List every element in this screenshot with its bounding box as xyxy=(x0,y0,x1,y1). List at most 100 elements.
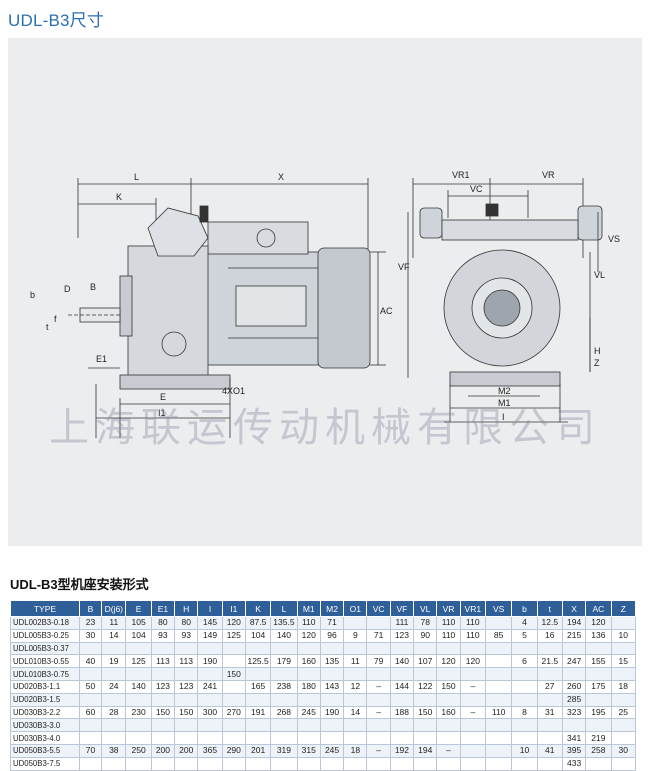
table-cell: 28 xyxy=(101,705,127,720)
table-cell: 24 xyxy=(101,679,127,694)
table-cell: 136 xyxy=(585,628,612,643)
table-cell: 268 xyxy=(270,705,298,720)
table-cell xyxy=(296,718,321,733)
column-header: VR1 xyxy=(459,600,486,617)
table-cell: 201 xyxy=(244,743,272,758)
table-cell xyxy=(484,718,513,733)
table-cell xyxy=(197,692,223,707)
table-cell: 260 xyxy=(561,679,587,694)
table-cell xyxy=(610,641,637,656)
table-cell: 194 xyxy=(561,616,587,630)
dim-label-VR: VR xyxy=(542,170,555,180)
table-cell xyxy=(174,667,199,681)
table-cell xyxy=(436,756,461,771)
table-cell: 194 xyxy=(413,743,438,758)
column-header: I xyxy=(197,600,223,617)
column-header: b xyxy=(511,600,538,617)
table-cell: 15 xyxy=(610,654,637,669)
table-cell: 18 xyxy=(610,679,637,694)
table-cell: 120 xyxy=(296,628,321,643)
table-cell: 341 xyxy=(561,731,587,745)
table-cell: 14 xyxy=(101,628,127,643)
table-cell: 93 xyxy=(174,628,199,643)
table-cell: 219 xyxy=(585,731,612,745)
table-cell: 90 xyxy=(413,628,438,643)
table-cell: 78 xyxy=(413,616,438,630)
column-header: D(j6) xyxy=(101,600,127,617)
dim-label-M2: M2 xyxy=(498,386,511,396)
table-cell: 120 xyxy=(221,616,246,630)
table-cell: 200 xyxy=(150,743,176,758)
dim-label-E1: E1 xyxy=(96,354,107,364)
table-cell: 31 xyxy=(536,705,563,720)
table-cell xyxy=(610,667,637,681)
table-cell xyxy=(436,731,461,745)
table-cell xyxy=(343,641,368,656)
type-cell: UDL002B3-0.18 xyxy=(10,616,80,630)
table-cell xyxy=(319,756,345,771)
dim-label-4xo1: 4XO1 xyxy=(222,386,245,396)
table-cell xyxy=(389,731,415,745)
technical-drawing: L X K B b f D t E1 E I1 4XO1 AC VR1 VR V… xyxy=(8,38,642,546)
table-cell xyxy=(459,743,486,758)
table-cell xyxy=(125,718,152,733)
table-cell: 180 xyxy=(296,679,321,694)
table-cell: 140 xyxy=(270,628,298,643)
table-cell xyxy=(221,756,246,771)
table-cell: 230 xyxy=(125,705,152,720)
table-cell: 160 xyxy=(296,654,321,669)
column-header: O1 xyxy=(343,600,368,617)
table-cell: 290 xyxy=(221,743,246,758)
table-cell xyxy=(244,667,272,681)
column-header: VS xyxy=(484,600,513,617)
table-cell: 4 xyxy=(511,616,538,630)
table-cell xyxy=(343,667,368,681)
table-cell: 120 xyxy=(585,616,612,630)
table-cell xyxy=(366,756,391,771)
table-cell xyxy=(343,692,368,707)
table-cell: 190 xyxy=(197,654,223,669)
table-cell: 25 xyxy=(610,705,637,720)
table-cell: 110 xyxy=(484,705,513,720)
table-cell: 110 xyxy=(436,616,461,630)
table-row: UDL005B3-0.37 xyxy=(10,641,637,656)
table-cell: 8 xyxy=(511,705,538,720)
table-cell: 365 xyxy=(197,743,223,758)
dim-label-I: I xyxy=(502,412,505,422)
dim-label-M1: M1 xyxy=(498,398,511,408)
table-cell: 179 xyxy=(270,654,298,669)
table-cell xyxy=(610,731,637,745)
table-cell xyxy=(511,731,538,745)
table-cell: 60 xyxy=(78,705,103,720)
table-cell xyxy=(389,641,415,656)
column-header: E1 xyxy=(150,600,176,617)
table-cell xyxy=(561,641,587,656)
column-header: VF xyxy=(389,600,415,617)
table-cell xyxy=(511,692,538,707)
column-header: X xyxy=(561,600,587,617)
table-cell: 10 xyxy=(511,743,538,758)
table-cell: 11 xyxy=(101,616,127,630)
table-cell: 215 xyxy=(561,628,587,643)
dim-label-VR1: VR1 xyxy=(452,170,470,180)
table-cell: 149 xyxy=(197,628,223,643)
table-cell: 123 xyxy=(389,628,415,643)
table-cell xyxy=(484,756,513,771)
table-cell: 9 xyxy=(343,628,368,643)
table-cell xyxy=(244,731,272,745)
table-cell xyxy=(150,641,176,656)
table-cell xyxy=(125,692,152,707)
table-cell: 93 xyxy=(150,628,176,643)
table-cell xyxy=(459,667,486,681)
table-cell xyxy=(197,756,223,771)
table-cell: 79 xyxy=(366,654,391,669)
table-cell: 150 xyxy=(413,705,438,720)
column-header: M2 xyxy=(319,600,345,617)
table-cell xyxy=(270,731,298,745)
table-cell: 191 xyxy=(244,705,272,720)
table-cell xyxy=(319,731,345,745)
